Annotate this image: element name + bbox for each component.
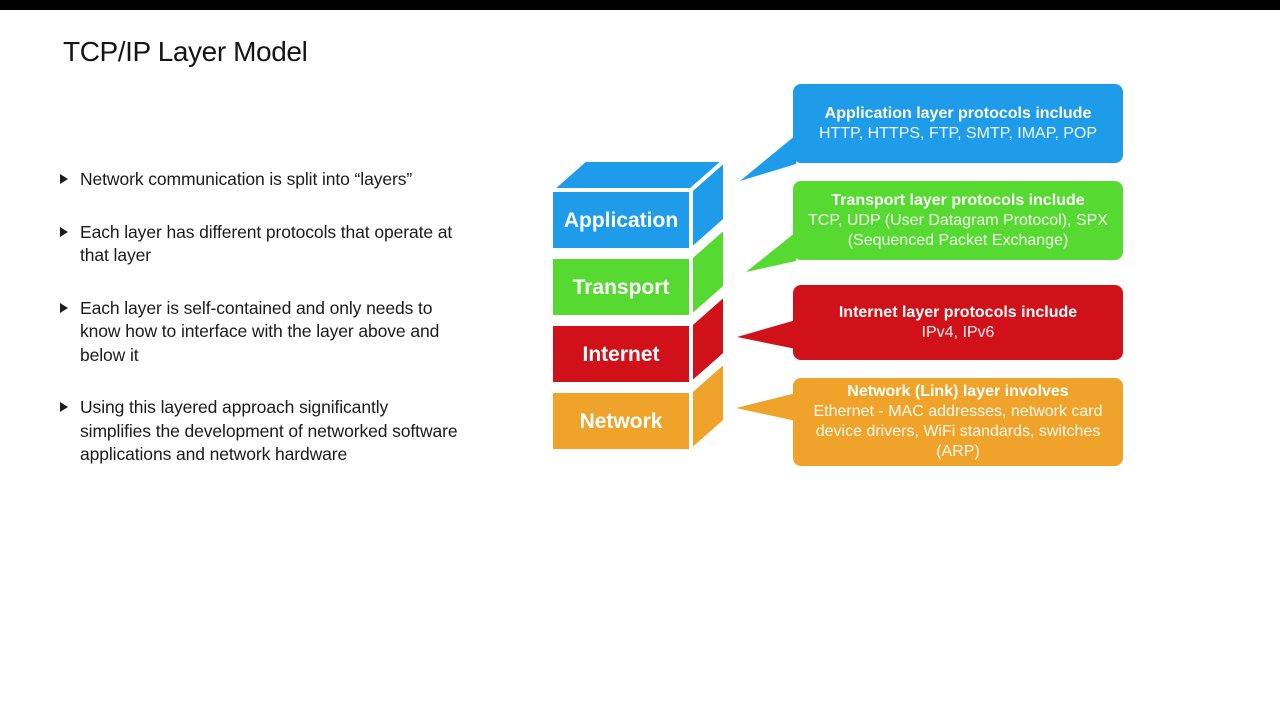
internet-layer-label: Internet <box>582 343 659 366</box>
application-layer-label: Application <box>564 209 678 232</box>
bullet-text: Each layer is self-contained and only ne… <box>80 297 440 365</box>
callout-body: TCP, UDP (User Datagram Protocol), SPX (… <box>808 211 1108 249</box>
network-front-face <box>549 389 693 453</box>
bullet-triangle-icon <box>60 174 68 184</box>
callout-title: Internet layer protocols include <box>838 303 1078 321</box>
application-front-face <box>549 188 693 252</box>
bullet-triangle-icon <box>60 402 68 412</box>
application-callout-tail <box>740 135 796 181</box>
network-callout-tail <box>736 393 796 421</box>
transport-callout-tail <box>746 232 796 272</box>
bullet-item: Each layer has different protocols that … <box>60 221 460 268</box>
bullet-text: Network communication is split into “lay… <box>80 169 413 189</box>
callout-title: Transport layer protocols include <box>831 191 1085 209</box>
stack-layer-network: Network <box>549 356 727 456</box>
internet-callout-tail <box>737 320 796 349</box>
callout-title: Application layer protocols include <box>824 104 1092 122</box>
transport-callout: Transport layer protocols include TCP, U… <box>793 181 1123 260</box>
tcpip-stack-diagram: Network Internet Transport Application <box>545 155 731 456</box>
bullet-text: Each layer has different protocols that … <box>80 221 453 266</box>
callout-tails <box>736 135 796 421</box>
bullet-text: Using this layered approach significantl… <box>80 397 458 464</box>
bullet-item: Network communication is split into “lay… <box>60 168 460 192</box>
bullet-triangle-icon <box>60 302 68 313</box>
callout-body: IPv4, IPv6 <box>921 323 995 341</box>
callout-body: Ethernet - MAC addresses, network card d… <box>813 403 1103 460</box>
callout-title: Network (Link) layer involves <box>847 383 1069 400</box>
stack-layer-internet: Internet <box>549 289 727 389</box>
stack-layer-application: Application <box>545 155 731 255</box>
bullet-item: Each layer is self-contained and only ne… <box>60 297 460 368</box>
bullet-item: Using this layered approach significantl… <box>60 396 460 467</box>
page-title: TCP/IP Layer Model <box>63 36 308 67</box>
network-layer-label: Network <box>580 410 663 433</box>
internet-front-face <box>549 322 693 386</box>
application-callout: Application layer protocols include HTTP… <box>793 84 1123 163</box>
network-callout: Network (Link) layer involves Ethernet -… <box>793 378 1123 466</box>
bullet-triangle-icon <box>60 226 68 237</box>
bullet-list: Network communication is split into “lay… <box>60 168 460 496</box>
transport-layer-label: Transport <box>573 276 670 299</box>
letterbox-bar <box>0 0 1280 10</box>
callout-body: HTTP, HTTPS, FTP, SMTP, IMAP, POP <box>819 124 1097 142</box>
internet-callout: Internet layer protocols include IPv4, I… <box>793 285 1123 360</box>
transport-front-face <box>549 255 693 319</box>
stack-layer-transport: Transport <box>549 222 727 322</box>
